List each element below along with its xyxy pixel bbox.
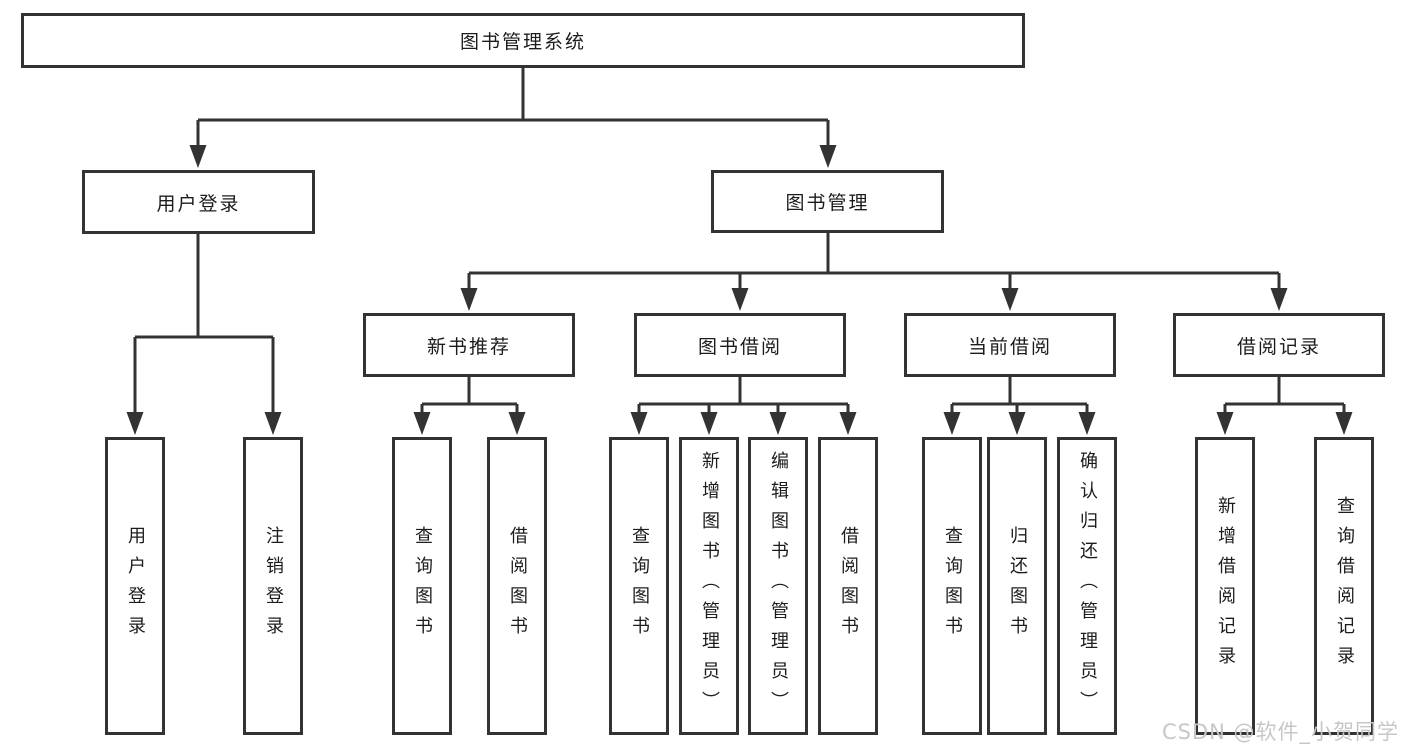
leaf-query-book: 查询图书 [609,437,669,735]
leaf-borrow-book-label: 借阅图书 [838,526,859,646]
node-new-book-recommend-label: 新书推荐 [426,335,511,358]
leaf-return-book: 归还图书 [987,437,1047,735]
node-current-borrow-label: 当前借阅 [967,335,1052,358]
arrowheads-book-borrow [630,412,857,435]
leaf-borrow-book: 借阅图书 [818,437,878,735]
leaf-return-book-label: 归还图书 [1007,526,1028,646]
node-borrow-records: 借阅记录 [1173,313,1385,377]
node-user-login: 用户登录 [82,170,315,234]
node-new-book-recommend: 新书推荐 [363,313,575,377]
arrowheads-root [189,145,837,168]
node-library-system-label: 图书管理系统 [459,31,586,53]
leaf-query-current-borrow: 查询图书 [922,437,982,735]
leaf-logout: 注销登录 [243,437,303,735]
connector-group-current-borrow [950,377,1089,412]
csdn-watermark: CSDN @软件_小贺同学 [1161,720,1399,744]
arrowheads-book-mgmt [460,288,1288,311]
connector-group-root [196,68,830,146]
leaf-borrow-book-recommend-label: 借阅图书 [507,526,528,646]
node-user-login-label: 用户登录 [156,192,241,215]
node-book-management: 图书管理 [711,170,944,233]
leaf-add-borrow-record-label: 新增借阅记录 [1215,496,1236,676]
leaf-query-borrow-record-label: 查询借阅记录 [1334,496,1355,676]
leaf-edit-book-admin-label: 编辑图书（管理员） [768,451,789,721]
leaf-borrow-book-recommend: 借阅图书 [487,437,547,735]
leaf-confirm-return-admin-label: 确认归还（管理员） [1077,451,1098,721]
node-borrow-records-label: 借阅记录 [1236,335,1321,358]
leaf-query-book-recommend-label: 查询图书 [412,526,433,646]
leaf-query-book-label: 查询图书 [629,526,650,646]
connector-group-borrow-records [1223,377,1346,412]
leaf-confirm-return-admin: 确认归还（管理员） [1057,437,1117,735]
leaf-user-login-label: 用户登录 [125,526,146,646]
arrowheads-current-borrow [943,412,1096,435]
leaf-user-login: 用户登录 [105,437,165,735]
arrowheads-user-login [126,412,282,435]
leaf-add-borrow-record: 新增借阅记录 [1195,437,1255,735]
node-book-borrow: 图书借阅 [634,313,846,377]
leaf-query-book-recommend: 查询图书 [392,437,452,735]
arrowheads-new-book [413,412,526,435]
node-current-borrow: 当前借阅 [904,313,1116,377]
leaf-query-current-borrow-label: 查询图书 [942,526,963,646]
connector-group-book-mgmt [467,233,1281,289]
leaf-add-book-admin-label: 新增图书（管理员） [699,451,720,721]
connector-group-user-login [133,234,275,412]
connector-group-book-borrow [637,377,850,412]
node-library-system: 图书管理系统 [21,13,1025,68]
leaf-logout-label: 注销登录 [263,526,284,646]
leaf-query-borrow-record: 查询借阅记录 [1314,437,1374,735]
node-book-borrow-label: 图书借阅 [697,335,782,358]
node-book-management-label: 图书管理 [785,192,870,214]
leaf-add-book-admin: 新增图书（管理员） [679,437,739,735]
leaf-edit-book-admin: 编辑图书（管理员） [748,437,808,735]
arrowheads-borrow-records [1216,412,1353,435]
connector-group-new-book [420,377,519,412]
